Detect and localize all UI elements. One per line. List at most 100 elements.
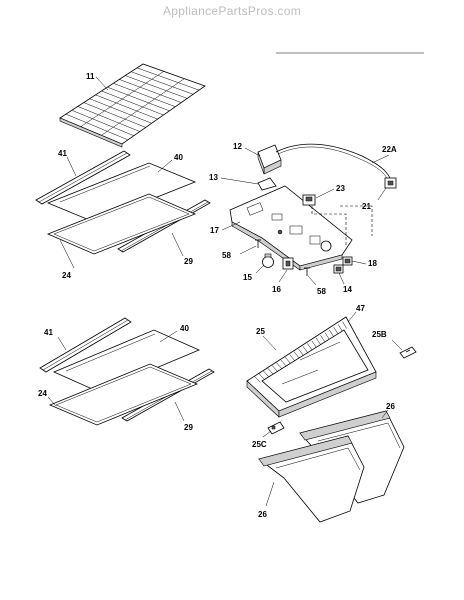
cover-rib [311, 340, 317, 348]
wire-rung [89, 98, 152, 124]
wire-shelf[interactable] [59, 63, 206, 148]
shelf-frame-bottom[interactable] [48, 363, 199, 426]
leader-top24 [59, 239, 75, 269]
label-16: 16 [272, 285, 281, 294]
label-22a: 22A [382, 145, 397, 154]
light-shield[interactable] [257, 144, 282, 175]
label-26b: 26 [258, 510, 267, 519]
shelf-frame-top[interactable] [46, 193, 197, 255]
cover-rib [333, 327, 339, 335]
cover-rib [280, 359, 287, 367]
label-top29: 29 [184, 257, 193, 266]
leader-bot24 [47, 396, 57, 407]
label-25c: 25C [252, 440, 267, 449]
leader-22a [371, 154, 390, 164]
cover-rib [289, 354, 296, 362]
wire-rung [113, 83, 176, 107]
control-housing[interactable] [229, 185, 353, 271]
cover-rib [320, 335, 326, 343]
watermark: AppliancePartsPros.com [163, 4, 301, 18]
label-bot24: 24 [38, 389, 47, 398]
label-58a: 58 [222, 251, 231, 260]
glass-shelf-top[interactable] [46, 162, 197, 223]
label-11: 11 [86, 72, 95, 81]
cover-rib [254, 376, 261, 383]
socket-14[interactable] [333, 264, 344, 274]
leader-14 [338, 272, 345, 285]
light-bracket[interactable] [257, 177, 277, 191]
leader-17 [221, 221, 241, 231]
label-top24: 24 [62, 271, 71, 280]
crisper-cover-glass[interactable] [261, 329, 369, 403]
leader-25c [262, 430, 272, 438]
label-bot40: 40 [180, 324, 189, 333]
switch[interactable] [302, 194, 316, 206]
leader-top40 [157, 159, 173, 173]
shelf-trim-front-bottom[interactable] [39, 317, 132, 373]
wire-rung [125, 75, 188, 99]
wire-rung [119, 79, 182, 103]
cover-rib [329, 329, 334, 337]
wire-rung [65, 113, 129, 141]
leader-bot29 [174, 401, 185, 422]
screw-58b[interactable] [304, 267, 310, 276]
light-bulb[interactable] [262, 253, 274, 268]
leader-25b [391, 339, 403, 351]
cover-rib [258, 373, 265, 380]
cover-rib [342, 321, 347, 329]
label-bot29: 29 [184, 423, 193, 432]
label-25: 25 [256, 327, 265, 336]
leader-bot41 [57, 336, 67, 351]
cover-rib [271, 365, 278, 372]
glass-shelf-bottom[interactable] [52, 329, 201, 393]
label-58b: 58 [317, 287, 326, 296]
leader-23 [315, 188, 335, 199]
wire-runner [101, 78, 185, 136]
crisper-pan-front[interactable] [258, 435, 365, 523]
label-top41: 41 [58, 149, 67, 158]
label-21: 21 [362, 202, 371, 211]
socket-18[interactable] [342, 256, 353, 266]
cover-rib [285, 357, 291, 364]
light-socket[interactable] [282, 257, 294, 270]
leader-26b [265, 481, 275, 507]
label-14: 14 [343, 285, 352, 294]
label-26a: 26 [386, 402, 395, 411]
wire-harness[interactable] [275, 143, 397, 189]
leader-13 [220, 177, 259, 185]
leader-16 [278, 269, 288, 283]
wire-rung [95, 94, 158, 120]
humidity-slide[interactable] [267, 421, 285, 435]
leader-21 [377, 187, 387, 201]
leader-58b [307, 275, 317, 286]
label-15: 15 [243, 273, 252, 282]
label-17: 17 [210, 226, 219, 235]
leader-bot40 [159, 330, 178, 343]
wire-rung [101, 90, 164, 116]
leader-top29 [171, 232, 184, 257]
screw-58a[interactable] [255, 239, 261, 248]
mount-guide [311, 206, 347, 245]
leader-47 [347, 311, 357, 323]
label-bot41: 41 [44, 328, 53, 337]
shelf-trim-front-top[interactable] [35, 150, 131, 205]
label-18: 18 [368, 259, 377, 268]
wire-runner [80, 71, 164, 127]
humidity-control[interactable] [399, 346, 417, 359]
mount-guide-2 [340, 205, 373, 236]
cover-rib [276, 362, 283, 370]
cover-rib [315, 337, 321, 345]
label-13: 13 [209, 173, 218, 182]
wire-rung [77, 106, 140, 132]
wire-rung [107, 86, 170, 112]
wire-rung [131, 71, 194, 95]
leader-15 [255, 264, 265, 274]
leader-11 [95, 76, 109, 91]
leader-top41 [66, 156, 77, 177]
wire-rung [71, 110, 134, 136]
cover-rib [302, 346, 309, 353]
cover-rib [324, 332, 330, 340]
cover-rib [298, 348, 304, 356]
wire-rung [83, 102, 146, 128]
